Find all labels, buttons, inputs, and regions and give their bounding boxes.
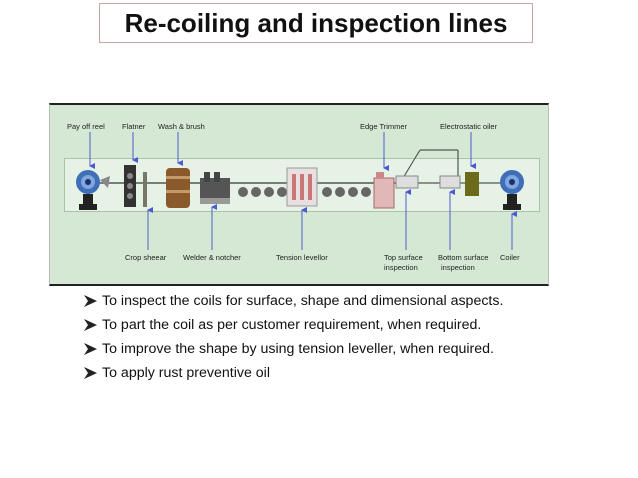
bottom-surface-inspection-icon <box>439 175 461 189</box>
title-box: Re-coiling and inspection lines <box>99 3 533 43</box>
label-wash-brush: Wash & brush <box>158 122 205 131</box>
edge-trimmer-icon <box>373 172 395 209</box>
coiler-icon <box>500 170 524 210</box>
label-electrostatic-oiler: Electrostatic oiler <box>440 122 498 131</box>
label-welder-notcher: Welder & notcher <box>183 253 241 262</box>
label-coiler: Coiler <box>500 253 520 262</box>
top-surface-inspection-icon <box>395 175 419 189</box>
bullet-text: To improve the shape by using tension le… <box>102 341 494 357</box>
arrow-bullet-icon <box>84 367 97 379</box>
bullet-text: To inspect the coils for surface, shape … <box>102 293 504 309</box>
label-crop-shear: Crop sheear <box>125 253 167 262</box>
page-title: Re-coiling and inspection lines <box>124 7 508 38</box>
bullet-list: To inspect the coils for surface, shape … <box>84 289 624 385</box>
label-flatner: Flatner <box>122 122 146 131</box>
arrow-bullet-icon <box>84 319 97 331</box>
label-edge-trimmer: Edge Trimmer <box>360 122 408 131</box>
arrow-bullet-icon <box>84 295 97 307</box>
arrow-bullet-icon <box>84 343 97 355</box>
bullet-item: To improve the shape by using tension le… <box>84 337 624 361</box>
bullet-item: To inspect the coils for surface, shape … <box>84 289 624 313</box>
bullet-item: To apply rust preventive oil <box>84 361 624 385</box>
label-payoff-reel: Pay off reel <box>67 122 105 131</box>
bullet-text: To apply rust preventive oil <box>102 365 270 381</box>
welder-notcher-icon <box>200 172 230 204</box>
tension-leveller-icon <box>286 167 318 207</box>
label-bottom-surface-2: inspection <box>441 263 475 272</box>
wash-brush-icon <box>166 168 190 208</box>
roller-set-1 <box>238 187 287 197</box>
bullet-item: To part the coil as per customer require… <box>84 313 624 337</box>
bullet-text: To part the coil as per customer require… <box>102 317 482 333</box>
label-bottom-surface-1: Bottom surface <box>438 253 489 262</box>
payoff-reel-icon <box>76 170 110 210</box>
electrostatic-oiler-icon <box>465 172 479 196</box>
flatner-icon <box>124 165 147 207</box>
label-tension-leveller: Tension levellor <box>276 253 328 262</box>
roller-set-2 <box>322 187 371 197</box>
label-top-surface-1: Top surface <box>384 253 423 262</box>
label-top-surface-2: inspection <box>384 263 418 272</box>
